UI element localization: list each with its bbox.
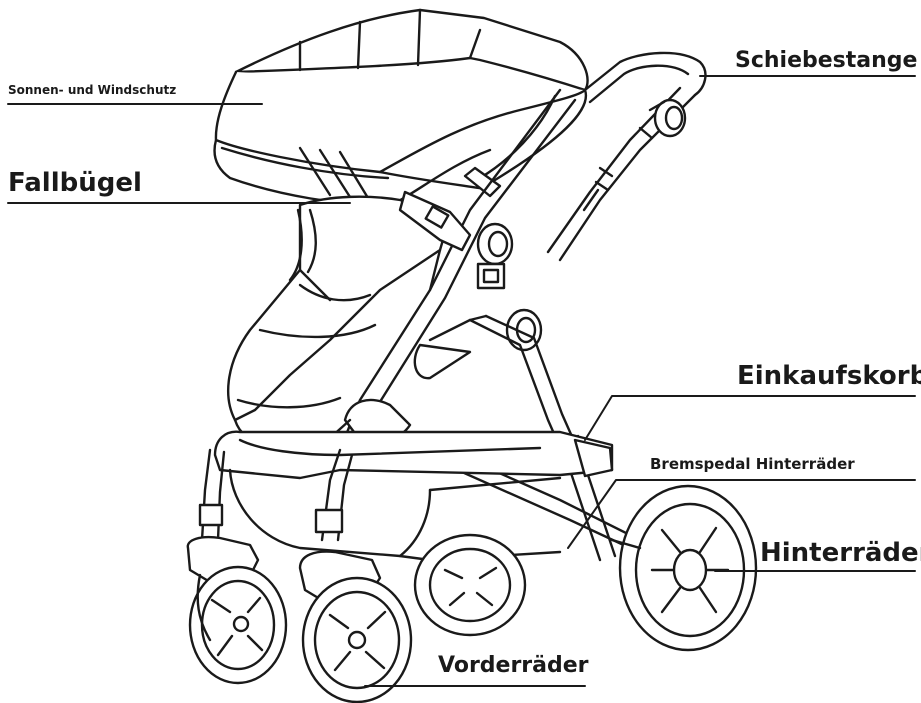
- label-bumper-bar: Fallbügel: [8, 170, 142, 196]
- label-front-wheels: Vorderräder: [438, 655, 589, 677]
- label-basket: Einkaufskorb: [737, 363, 921, 389]
- label-rear-wheels: Hinterräder: [760, 540, 921, 566]
- label-sun-wind: Sonnen- und Windschutz: [8, 84, 176, 96]
- front-wheel-left: [188, 450, 286, 683]
- front-wheel-right: [300, 450, 411, 702]
- leader-basket: [585, 396, 915, 440]
- label-push-bar: Schiebestange: [735, 50, 917, 72]
- canopy: [215, 10, 588, 206]
- rear-wheel-near: [612, 486, 756, 650]
- label-brake: Bremspedal Hinterräder: [650, 457, 855, 472]
- seat: [228, 192, 470, 446]
- rear-wheel-far: [415, 535, 525, 635]
